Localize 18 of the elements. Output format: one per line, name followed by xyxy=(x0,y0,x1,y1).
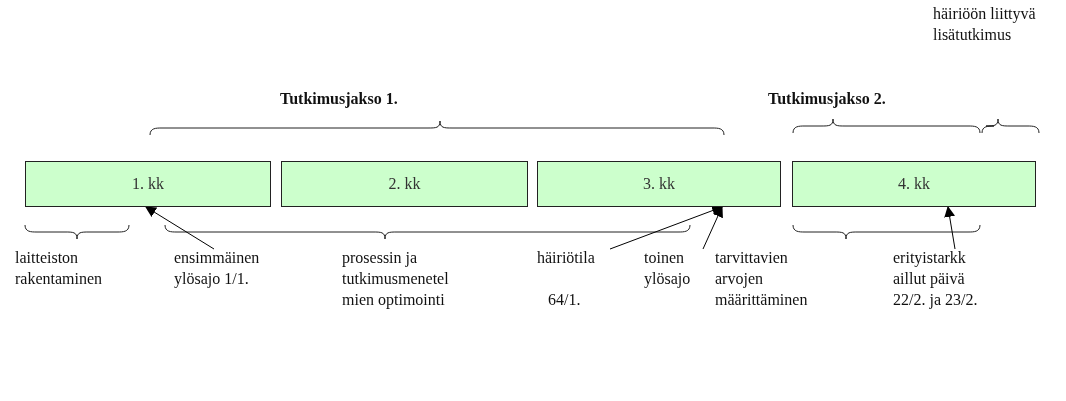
event-text: toinen ylösajo xyxy=(644,247,708,289)
month-box: 3. kk xyxy=(537,161,781,207)
event-text: häiriötila xyxy=(537,248,595,268)
event-text: ensimmäinen ylösajo 1/1. xyxy=(174,247,274,289)
period-heading: Tutkimusjakso 1. xyxy=(280,89,399,109)
arrow xyxy=(702,206,723,250)
phase-text: tarvittavien arvojen määrittäminen xyxy=(715,248,809,310)
month-box: 4. kk xyxy=(792,161,1036,207)
date-text: 64/1. xyxy=(548,290,581,310)
arrow xyxy=(944,205,956,250)
note-text: häiriöön liittyvä lisätutkimus xyxy=(933,4,1037,45)
month-box: 2. kk xyxy=(281,161,528,207)
arrow xyxy=(145,206,215,250)
period-heading: Tutkimusjakso 2. xyxy=(768,89,887,109)
event-text: erityistarkk aillut päivä 22/2. ja 23/2. xyxy=(893,247,989,310)
month-box: 1. kk xyxy=(25,161,271,207)
phase-text: prosessin ja tutkimusmenetel mien optimointi xyxy=(342,248,450,310)
phase-text: laitteiston rakentaminen xyxy=(15,248,104,289)
